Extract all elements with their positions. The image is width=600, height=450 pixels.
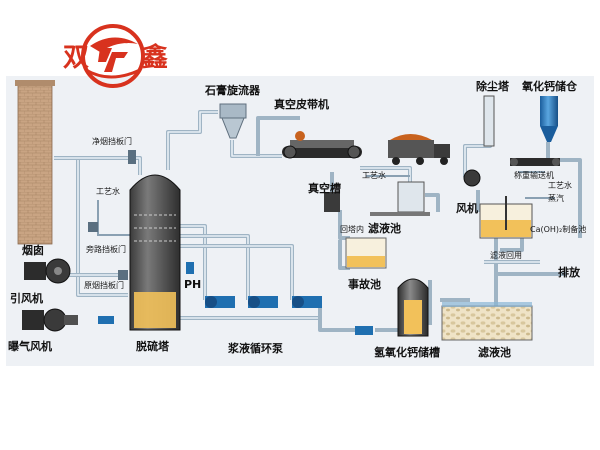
chimney: [15, 80, 55, 245]
bypass-damper-label: 旁路挡板门: [86, 244, 126, 254]
dust-tower-label: 除尘塔: [476, 79, 510, 93]
logo-swoosh-icon: [85, 68, 141, 79]
filtrate-pool-1-label: 滤液池: [368, 221, 401, 235]
blower-fan[interactable]: [463, 169, 481, 187]
pump-icon[interactable]: [355, 326, 373, 335]
discharge-label: 排放: [558, 265, 581, 279]
filtrate-pool-2: [441, 302, 533, 341]
raw-flue-damper-icon[interactable]: [118, 270, 128, 280]
pump-icon[interactable]: [98, 316, 114, 324]
dust-tower: [483, 95, 495, 147]
aeration-fan-label: 曝气风机: [8, 339, 52, 353]
slurry-pump-1[interactable]: [205, 296, 235, 308]
chimney-label: 烟囱: [22, 243, 44, 257]
filtrate-pool-1: [370, 212, 430, 216]
vacuum-belt-label: 真空皮带机: [274, 97, 329, 111]
slurry-pump-3[interactable]: [292, 296, 322, 308]
fan-label: 风机: [456, 201, 478, 215]
gypsum-truck-icon: [388, 134, 450, 165]
weigh-conveyor[interactable]: [510, 158, 560, 166]
process-water-1-label: 工艺水: [96, 186, 120, 196]
accident-pool-label: 事故池: [348, 277, 381, 291]
steam-label: 蒸汽: [548, 193, 564, 203]
bypass-damper-icon[interactable]: [88, 222, 98, 232]
clean-flue-damper-label: 净烟挡板门: [92, 136, 132, 146]
raw-flue-damper-label: 原烟挡板门: [84, 280, 124, 290]
weigh-conveyor-label: 称重输送机: [514, 170, 554, 180]
gypsum-cyclone-label: 石膏旋流器: [204, 83, 261, 97]
filtrate-return-label: 滤液回用: [490, 250, 522, 260]
return-tower-label: 回塔内: [340, 224, 364, 234]
cao-silo-label: 氧化钙储仓: [521, 79, 578, 93]
cao-silo: [540, 96, 558, 142]
caoh-storage-tank-label: 氢氧化钙储槽: [374, 345, 440, 359]
caoh-prep-tank: [479, 196, 533, 239]
vacuum-tank-label: 真空槽: [308, 181, 341, 195]
company-logo: 双 鑫: [63, 24, 168, 88]
process-water-3-label: 工艺水: [548, 180, 572, 190]
filter-tank: [397, 181, 425, 213]
process-water-2-label: 工艺水: [362, 170, 386, 180]
slurry-pump-label: 浆液循环泵: [228, 341, 283, 355]
aeration-fan[interactable]: [22, 308, 78, 332]
ph-meter-icon[interactable]: [186, 262, 194, 274]
filtrate-pool-2-label: 滤液池: [478, 345, 511, 359]
gypsum-cyclone[interactable]: [219, 103, 247, 139]
desulfur-tower: [129, 174, 181, 331]
caoh-storage-tank: [397, 278, 429, 337]
ph-label: PH: [184, 278, 201, 291]
logo-ring-icon: [81, 24, 145, 88]
vacuum-tank[interactable]: [324, 192, 340, 212]
desulfur-tower-label: 脱硫塔: [136, 339, 170, 353]
logo-emblem-icon: [98, 48, 128, 72]
caoh-prep-label: Ca(OH)₂制备池: [530, 224, 586, 234]
slurry-pump-2[interactable]: [248, 296, 278, 308]
clean-flue-damper-icon[interactable]: [128, 150, 136, 164]
induced-fan-label: 引风机: [10, 291, 43, 305]
logo-char-right: 鑫: [142, 42, 168, 73]
accident-pool: [345, 237, 387, 269]
vacuum-belt[interactable]: [282, 131, 362, 159]
logo-wave-icon: [90, 37, 138, 52]
induced-fan[interactable]: [24, 258, 71, 284]
